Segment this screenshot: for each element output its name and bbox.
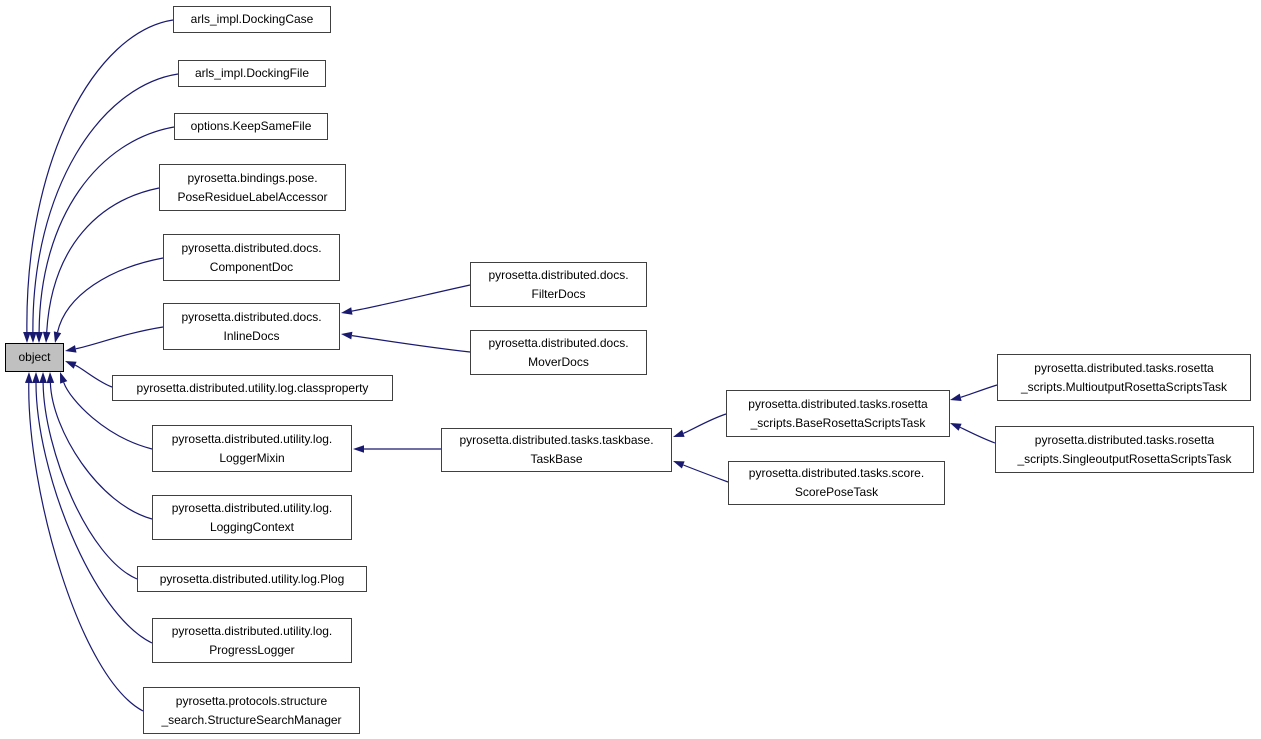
inheritance-edge-singleoutput-rosetta-scripts-task-to-base-rosetta-scripts-task — [950, 423, 996, 444]
class-box-mover-docs[interactable]: pyrosetta.distributed.docs. MoverDocs — [470, 330, 647, 375]
arrowhead-icon — [353, 445, 364, 453]
class-label-line: pyrosetta.distributed.utility.log. — [171, 500, 333, 515]
arrowhead-icon — [39, 372, 47, 383]
inheritance-edge-score-pose-task-to-task-base — [673, 461, 729, 483]
arrowhead-icon — [25, 372, 33, 384]
class-box-plog[interactable]: pyrosetta.distributed.utility.log.Plog — [137, 566, 367, 592]
class-box-object[interactable]: object — [5, 343, 64, 372]
inheritance-edge-progress-logger-to-object — [32, 372, 153, 644]
arrowhead-icon — [65, 361, 77, 369]
inheritance-edge-filter-docs-to-inline-docs — [341, 284, 471, 315]
class-label-line: _scripts.MultioutputRosettaScriptsTask — [1020, 379, 1228, 394]
arrowhead-icon — [32, 372, 40, 383]
inheritance-edge-multioutput-rosetta-scripts-task-to-base-rosetta-scripts-task — [950, 384, 998, 401]
inheritance-edge-inline-docs-to-object — [65, 326, 164, 353]
class-box-multioutput-rosetta-scripts-task[interactable]: pyrosetta.distributed.tasks.rosetta _scri… — [997, 354, 1251, 401]
arrowhead-icon — [950, 393, 962, 401]
class-label-line: pyrosetta.distributed.tasks.score. — [748, 466, 925, 480]
class-label-line: TaskBase — [530, 452, 583, 466]
class-label-line: FilterDocs — [531, 286, 586, 301]
inheritance-edge-mover-docs-to-inline-docs — [341, 331, 471, 353]
arrowhead-icon — [673, 429, 685, 437]
inheritance-edge-plog-to-object — [39, 372, 138, 580]
class-label-line: ScorePoseTask — [794, 485, 879, 499]
class-box-docking-case[interactable]: arls_impl.DockingCase — [173, 6, 331, 33]
class-label-line: MoverDocs — [528, 354, 589, 369]
class-label-line: pyrosetta.distributed.tasks.rosetta — [1034, 360, 1214, 375]
class-box-pose-residue-label-accessor[interactable]: pyrosetta.bindings.pose. PoseResidueLabel… — [159, 164, 346, 211]
class-box-logger-mixin[interactable]: pyrosetta.distributed.utility.log. Logger… — [152, 425, 352, 472]
inheritance-edge-pose-residue-label-accessor-to-object — [42, 187, 160, 343]
class-box-inline-docs[interactable]: pyrosetta.distributed.docs. InlineDocs — [163, 303, 340, 350]
class-box-component-doc[interactable]: pyrosetta.distributed.docs. ComponentDoc — [163, 234, 340, 281]
inheritance-edge-docking-case-to-object — [23, 19, 174, 343]
inheritance-edge-docking-file-to-object — [29, 73, 179, 343]
class-label-line: arls_impl.DockingFile — [194, 66, 310, 80]
arrowhead-icon — [60, 372, 68, 384]
arrowhead-icon — [65, 345, 77, 353]
class-label-line: options.KeepSameFile — [190, 119, 312, 133]
arrowhead-icon — [53, 331, 62, 343]
class-box-filter-docs[interactable]: pyrosetta.distributed.docs. FilterDocs — [470, 262, 647, 307]
inheritance-edge-structure-search-manager-to-object — [25, 372, 144, 712]
arrowhead-icon — [42, 331, 51, 343]
arrowhead-icon — [673, 461, 685, 469]
class-box-singleoutput-rosetta-scripts-task[interactable]: pyrosetta.distributed.tasks.rosetta _scri… — [995, 426, 1254, 473]
class-label-line: pyrosetta.distributed.docs. — [181, 309, 322, 324]
class-box-score-pose-task[interactable]: pyrosetta.distributed.tasks.score. ScoreP… — [728, 461, 945, 505]
class-label-line: pyrosetta.distributed.docs. — [181, 240, 322, 255]
class-label-line: pyrosetta.protocols.structure — [175, 693, 328, 708]
class-label-line: _scripts.SingleoutputRosettaScriptsTask — [1017, 451, 1232, 466]
inheritance-edge-task-base-to-logger-mixin — [353, 445, 441, 453]
class-label-line: pyrosetta.distributed.utility.log.Plog — [159, 571, 345, 586]
class-label-line: pyrosetta.distributed.tasks.taskbase. — [459, 433, 654, 447]
inheritance-edge-component-doc-to-object — [53, 257, 164, 343]
class-label-line: pyrosetta.distributed.utility.log. — [171, 431, 333, 446]
class-label-line: pyrosetta.distributed.docs. — [488, 335, 629, 350]
arrowhead-icon — [341, 331, 353, 340]
arrowhead-icon — [46, 372, 55, 384]
inheritance-edge-classproperty-to-object — [65, 361, 113, 388]
arrowhead-icon — [23, 332, 31, 343]
class-label-line: pyrosetta.distributed.tasks.rosetta — [748, 396, 928, 411]
class-label-line: pyrosetta.distributed.utility.log. — [171, 623, 333, 638]
class-label-line: InlineDocs — [223, 328, 280, 343]
class-label-line: arls_impl.DockingCase — [190, 12, 314, 26]
class-box-classproperty[interactable]: pyrosetta.distributed.utility.log.classp… — [112, 375, 393, 401]
class-box-docking-file[interactable]: arls_impl.DockingFile — [178, 60, 326, 87]
class-label-line: PoseResidueLabelAccessor — [177, 189, 328, 204]
class-label-line: _search.StructureSearchManager — [161, 712, 342, 727]
arrowhead-icon — [341, 307, 353, 315]
arrowhead-icon — [35, 332, 43, 343]
class-label-line: pyrosetta.bindings.pose. — [187, 170, 318, 185]
class-label-line: LoggingContext — [209, 519, 295, 534]
class-box-structure-search-manager[interactable]: pyrosetta.protocols.structure _search.Str… — [143, 687, 360, 734]
class-label-line: pyrosetta.distributed.tasks.rosetta — [1034, 432, 1215, 447]
arrowhead-icon — [950, 423, 962, 431]
inheritance-edge-keep-same-file-to-object — [35, 126, 175, 343]
class-label-line: object — [18, 350, 51, 364]
class-label-line: ProgressLogger — [209, 642, 295, 657]
class-box-progress-logger[interactable]: pyrosetta.distributed.utility.log. Progre… — [152, 618, 352, 663]
class-box-base-rosetta-scripts-task[interactable]: pyrosetta.distributed.tasks.rosetta _scri… — [726, 390, 950, 437]
class-box-keep-same-file[interactable]: options.KeepSameFile — [174, 113, 328, 140]
class-box-logging-context[interactable]: pyrosetta.distributed.utility.log. Loggin… — [152, 495, 352, 540]
class-label-line: ComponentDoc — [209, 259, 294, 274]
class-label-line: LoggerMixin — [219, 450, 285, 465]
class-label-line: pyrosetta.distributed.docs. — [488, 267, 629, 282]
class-label-line: _scripts.BaseRosettaScriptsTask — [750, 415, 926, 430]
class-label-line: pyrosetta.distributed.utility.log.classp… — [136, 380, 369, 395]
arrowhead-icon — [29, 332, 37, 343]
class-box-task-base[interactable]: pyrosetta.distributed.tasks.taskbase. Tas… — [441, 428, 672, 472]
inheritance-edge-base-rosetta-scripts-task-to-task-base — [673, 413, 727, 437]
